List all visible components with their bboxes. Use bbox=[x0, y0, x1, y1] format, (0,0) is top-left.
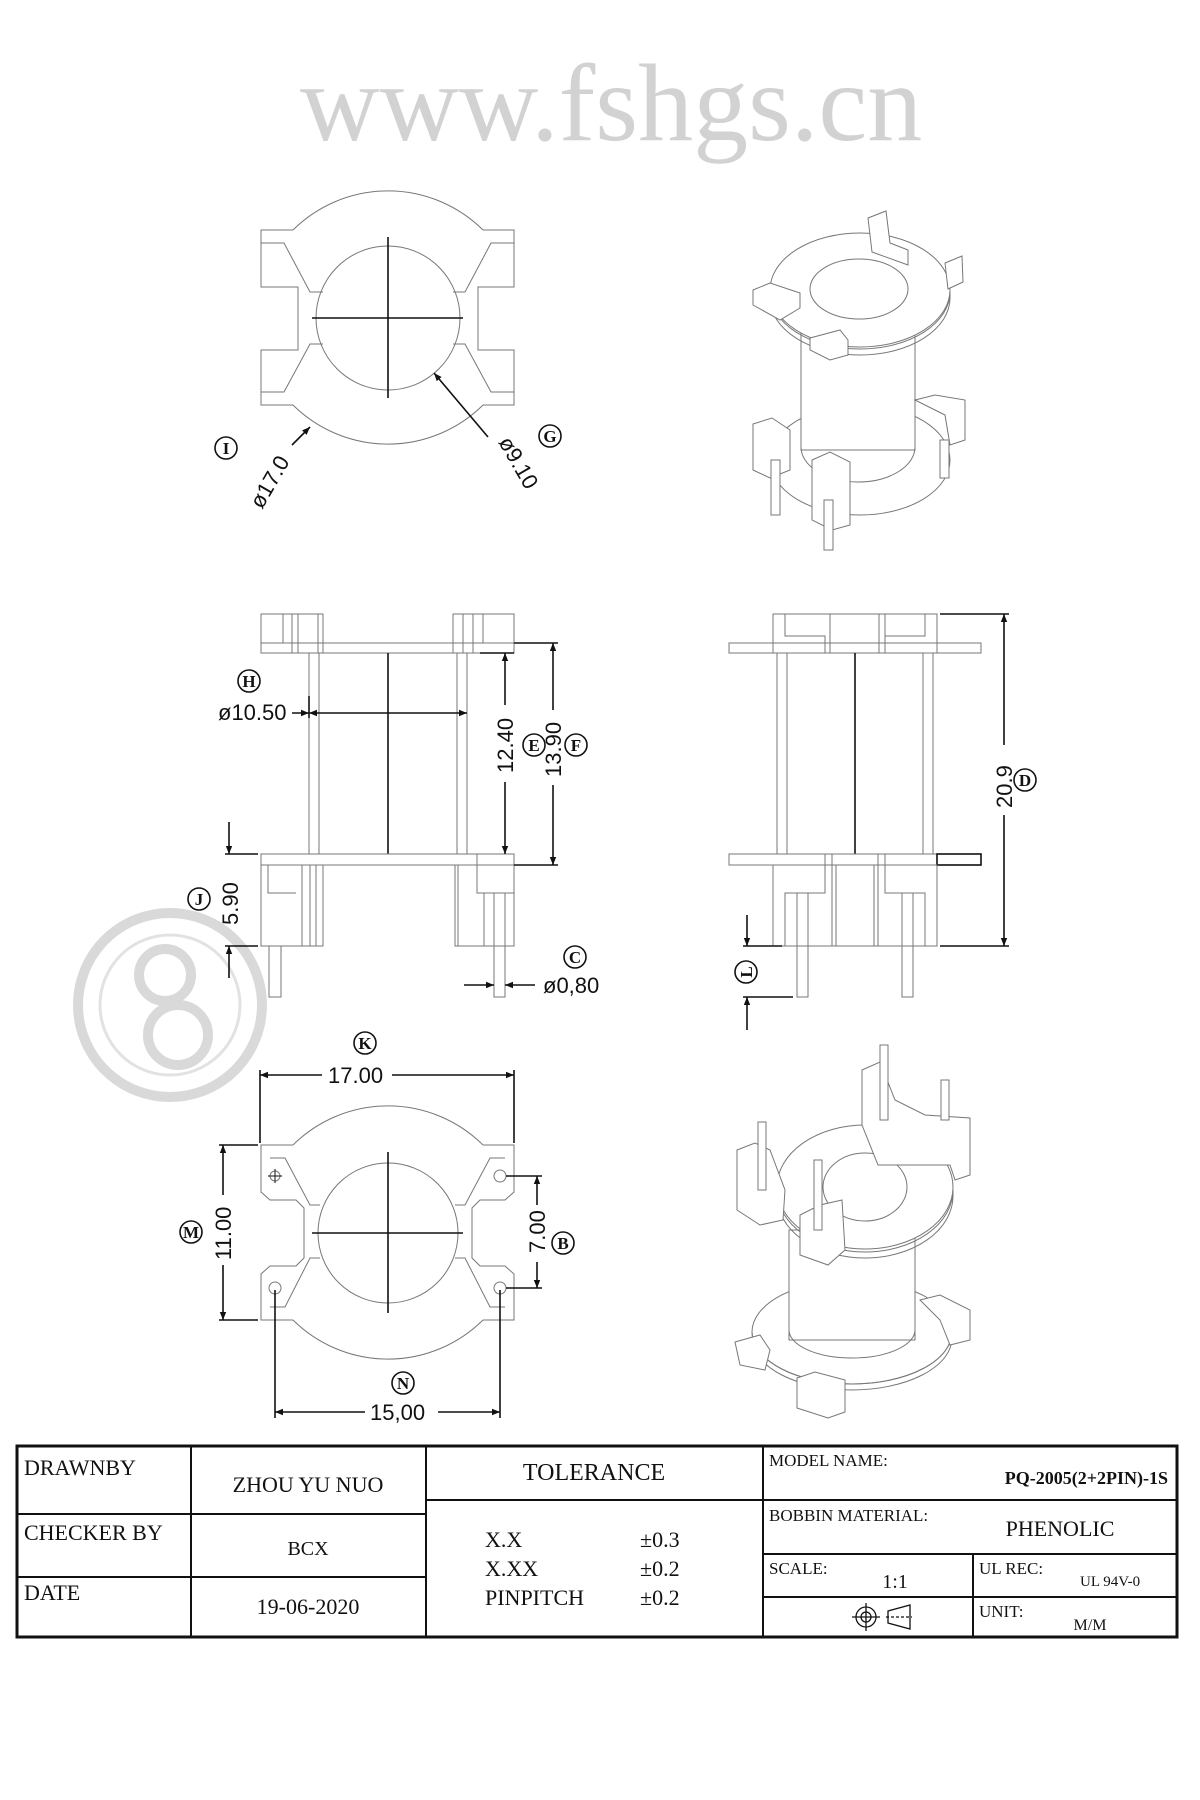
svg-text:N: N bbox=[397, 1374, 410, 1393]
dim-label-d: D bbox=[1013, 768, 1037, 792]
checker-label: CHECKER BY bbox=[24, 1520, 163, 1545]
dim-base-height: 5.90 bbox=[218, 882, 243, 925]
dim-label-f: F bbox=[564, 733, 588, 757]
side-view: H ø10.50 12.40 E 13.90 F 5.90 J C ø0,80 bbox=[187, 613, 599, 998]
unit-label: UNIT: bbox=[979, 1602, 1023, 1621]
dim-pin-row-pitch: 7.00 bbox=[525, 1210, 550, 1253]
svg-text:C: C bbox=[569, 948, 581, 967]
model-name-label: MODEL NAME: bbox=[769, 1451, 888, 1470]
date-label: DATE bbox=[24, 1580, 80, 1605]
tolerance-value: ±0.3 bbox=[640, 1527, 680, 1552]
dim-winding-height: 12.40 bbox=[493, 718, 518, 773]
scale-label: SCALE: bbox=[769, 1559, 828, 1578]
first-angle-projection-icon bbox=[852, 1603, 912, 1631]
svg-text:G: G bbox=[543, 427, 556, 446]
svg-text:F: F bbox=[571, 736, 581, 755]
dim-label-g: G bbox=[538, 424, 562, 448]
dim-tube-diameter: ø10.50 bbox=[218, 700, 287, 725]
dim-label-e: E bbox=[522, 733, 546, 757]
svg-text:I: I bbox=[223, 439, 230, 458]
dim-label-i: I bbox=[214, 436, 238, 460]
isometric-view-top bbox=[752, 210, 966, 551]
svg-text:D: D bbox=[1019, 771, 1031, 790]
bottom-view: K 17.00 11.00 M 7.00 B N 15,00 bbox=[179, 1031, 575, 1425]
watermark-logo bbox=[73, 908, 267, 1102]
pin-hole-crosshair bbox=[268, 1169, 282, 1183]
dim-label-c: C bbox=[563, 945, 587, 969]
date-value: 19-06-2020 bbox=[257, 1594, 360, 1619]
ul-rec-label: UL REC: bbox=[979, 1559, 1043, 1578]
dim-depth: 11.00 bbox=[211, 1207, 236, 1260]
dim-pin-span: 15,00 bbox=[370, 1400, 425, 1425]
svg-text:B: B bbox=[557, 1234, 568, 1253]
dim-flange-span: 13.90 bbox=[541, 722, 566, 777]
dim-outer-diameter: ø17.0 bbox=[245, 451, 295, 512]
dim-total-height: 20.9 bbox=[992, 765, 1017, 808]
svg-text:E: E bbox=[528, 736, 539, 755]
model-name-value: PQ-2005(2+2PIN)-1S bbox=[1005, 1468, 1168, 1489]
checker-value: BCX bbox=[287, 1538, 329, 1560]
watermark: www.fshgs.cn bbox=[73, 42, 922, 1102]
ul-rec-value: UL 94V-0 bbox=[1080, 1574, 1140, 1590]
svg-text:L: L bbox=[737, 966, 756, 977]
unit-value: M/M bbox=[1074, 1617, 1107, 1634]
drawn-by-value: ZHOU YU NUO bbox=[233, 1472, 384, 1497]
pin-hole bbox=[493, 1169, 507, 1183]
scale-value: 1:1 bbox=[882, 1571, 908, 1593]
tolerance-format: PINPITCH bbox=[485, 1585, 584, 1610]
dim-label-m: M bbox=[179, 1220, 203, 1244]
svg-text:J: J bbox=[195, 890, 204, 909]
dim-label-b: B bbox=[551, 1231, 575, 1255]
dim-pin-diameter: ø0,80 bbox=[543, 973, 599, 998]
title-block: DRAWNBY ZHOU YU NUO CHECKER BY BCX DATE … bbox=[15, 1444, 1179, 1639]
dim-label-n: N bbox=[391, 1371, 415, 1395]
tolerance-title: TOLERANCE bbox=[523, 1460, 665, 1486]
tolerance-format: X.XX bbox=[485, 1556, 538, 1581]
front-view: 20.9 D L bbox=[728, 613, 1037, 1030]
svg-text:K: K bbox=[358, 1034, 372, 1053]
dim-width: 17.00 bbox=[328, 1063, 383, 1088]
svg-text:H: H bbox=[242, 672, 255, 691]
dim-inner-diameter: ø9.10 bbox=[494, 432, 544, 493]
watermark-text: www.fshgs.cn bbox=[300, 42, 922, 164]
dim-label-j: J bbox=[187, 887, 211, 911]
dim-label-l: L bbox=[734, 960, 758, 984]
bobbin-material-value: PHENOLIC bbox=[1006, 1516, 1115, 1541]
drawn-by-label: DRAWNBY bbox=[24, 1455, 136, 1480]
tolerance-value: ±0.2 bbox=[640, 1585, 680, 1610]
svg-text:M: M bbox=[183, 1223, 199, 1242]
isometric-view-bottom bbox=[734, 1044, 971, 1419]
top-view: I ø17.0 G ø9.10 bbox=[214, 190, 562, 513]
bobbin-material-label: BOBBIN MATERIAL: bbox=[769, 1506, 928, 1525]
tolerance-value: ±0.2 bbox=[640, 1556, 680, 1581]
dim-label-h: H bbox=[237, 669, 261, 693]
tolerance-format: X.X bbox=[485, 1527, 522, 1552]
dim-label-k: K bbox=[353, 1031, 377, 1055]
